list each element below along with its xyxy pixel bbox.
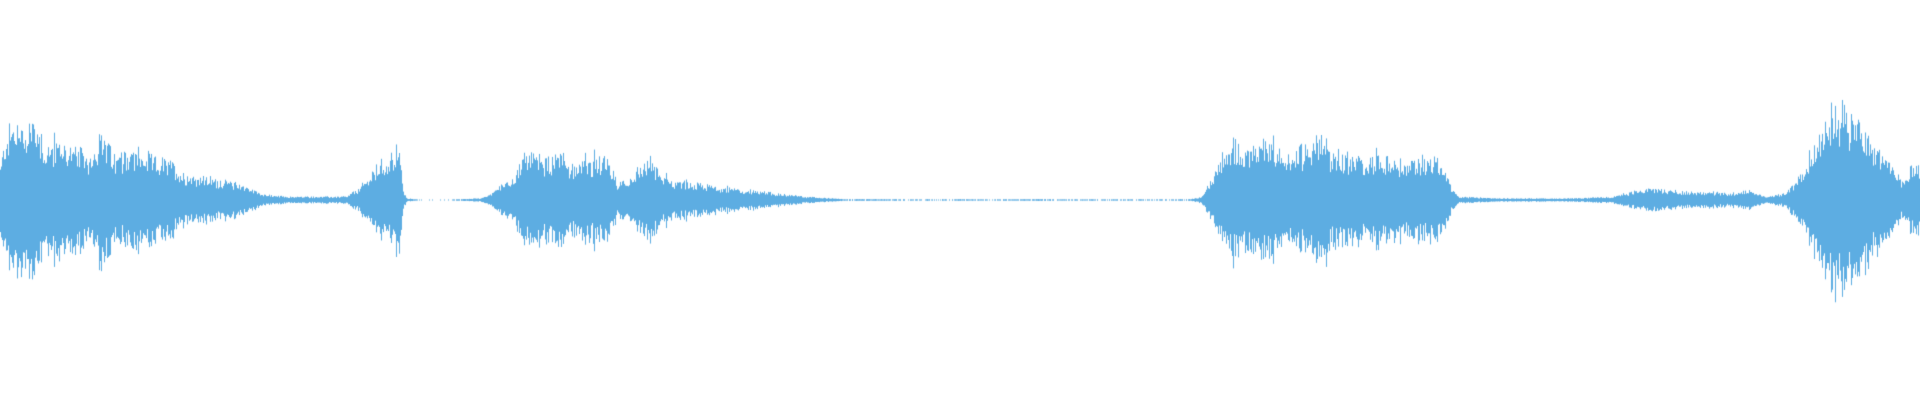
audio-waveform: [0, 0, 1920, 400]
